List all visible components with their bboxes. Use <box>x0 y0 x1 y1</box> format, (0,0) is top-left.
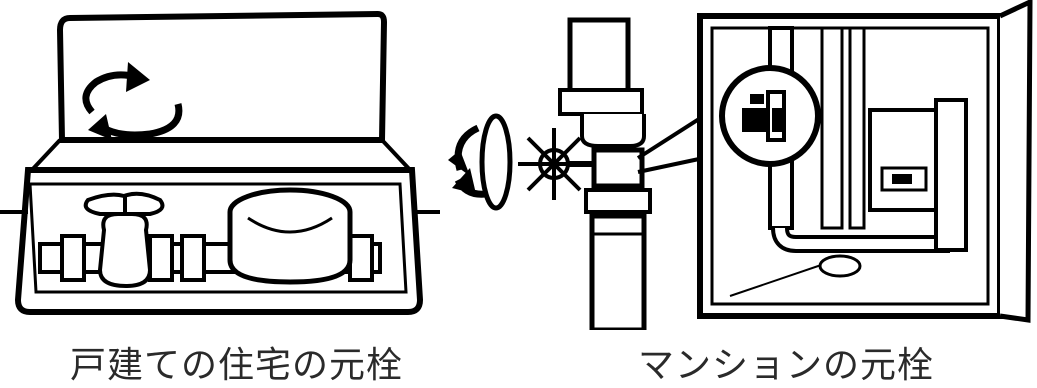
mansion-valve-illustration <box>430 0 1037 330</box>
mansion-valve-caption: マンションの元栓 <box>638 345 935 386</box>
house-valve-caption: 戸建ての住宅の元栓 <box>70 345 404 386</box>
rotate-arrows-icon <box>448 124 487 198</box>
house-valve-illustration <box>0 0 440 330</box>
rotate-arrows-icon <box>82 62 183 140</box>
